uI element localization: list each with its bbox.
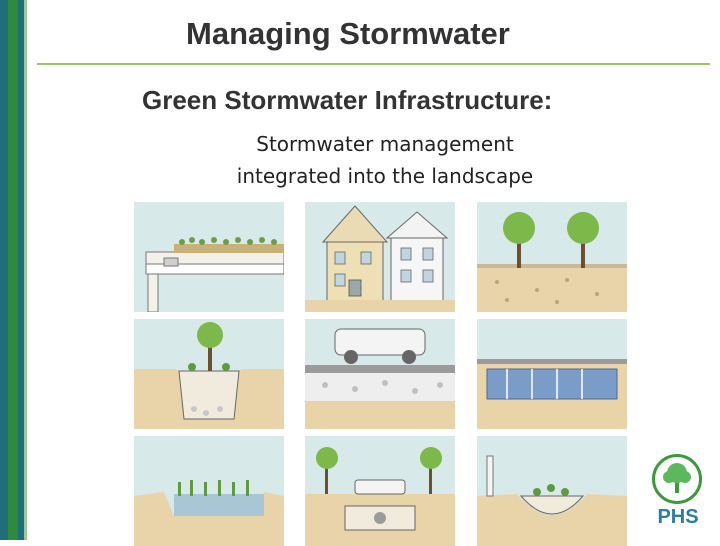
title-divider <box>37 63 710 65</box>
rain-garden-illustration <box>134 319 284 429</box>
sidebar-stripe-green <box>8 0 18 540</box>
slide-description: Stormwater management integrated into th… <box>200 128 570 192</box>
sidebar-stripe-light <box>24 0 27 540</box>
rain-barrel-house-illustration <box>305 202 455 312</box>
slide-subtitle: Green Stormwater Infrastructure: <box>142 85 553 115</box>
tree-trench-illustration <box>477 202 627 312</box>
wetland-basin-illustration <box>134 436 284 546</box>
description-line-1: Stormwater management <box>256 132 514 156</box>
slide-title: Managing Stormwater <box>186 16 510 51</box>
green-roof-illustration <box>134 202 284 312</box>
tree-icon <box>652 454 702 504</box>
porous-pavement-illustration <box>305 319 455 429</box>
subsurface-storage-illustration <box>477 319 627 429</box>
infiltration-basin-illustration <box>477 436 627 546</box>
phs-logo: PHS <box>650 454 706 534</box>
logo-text: PHS <box>657 506 699 528</box>
description-line-2: integrated into the landscape <box>236 164 534 188</box>
sidebar-stripe-teal-2 <box>18 0 24 540</box>
street-bioswale-illustration <box>305 436 455 546</box>
sidebar-stripe-teal <box>0 0 8 540</box>
